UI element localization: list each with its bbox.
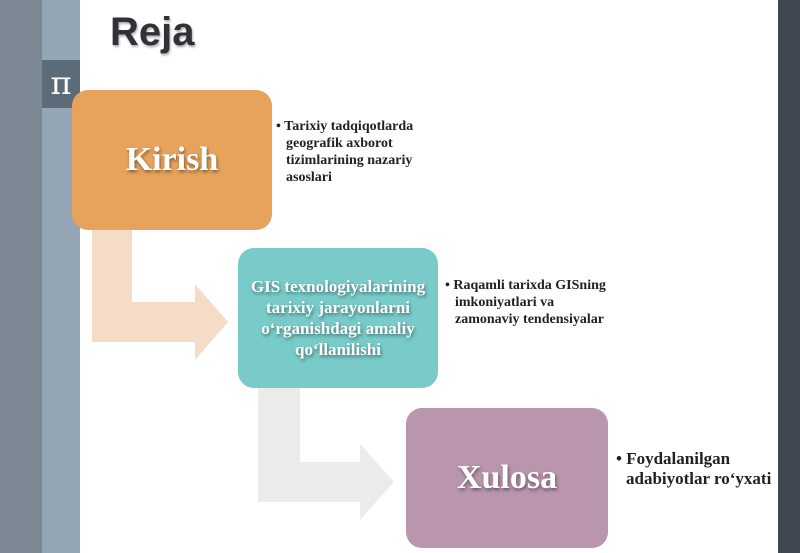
right-edge-bar bbox=[778, 0, 800, 553]
step-box-kirish: Kirish bbox=[72, 90, 272, 230]
slide-title: Reja bbox=[110, 10, 195, 54]
bullet-text-3-content: Foydalanilgan adabiyotlar roʻyxati bbox=[626, 449, 772, 488]
step-box-gis: GIS texnologiyalarining tarixiy jarayonl… bbox=[238, 248, 438, 388]
bullet-text-2-content: Raqamli tarixda GISning imkoniyatlari va… bbox=[453, 278, 606, 327]
bullet-text-1: • Tarixiy tadqiqotlarda geografik axboro… bbox=[276, 119, 414, 185]
bullet-text-2: • Raqamli tarixda GISning imkoniyatlari … bbox=[445, 278, 606, 327]
bent-arrow-2 bbox=[258, 388, 394, 520]
left-edge-bar bbox=[0, 0, 42, 553]
bent-arrow-1 bbox=[92, 230, 228, 360]
step-box-xulosa: Xulosa bbox=[406, 408, 608, 548]
bullet-text-1-content: Tarixiy tadqiqotlarda geografik axborot … bbox=[284, 119, 414, 185]
bullet-text-3: • Foydalanilgan adabiyotlar roʻyxati bbox=[616, 449, 772, 488]
